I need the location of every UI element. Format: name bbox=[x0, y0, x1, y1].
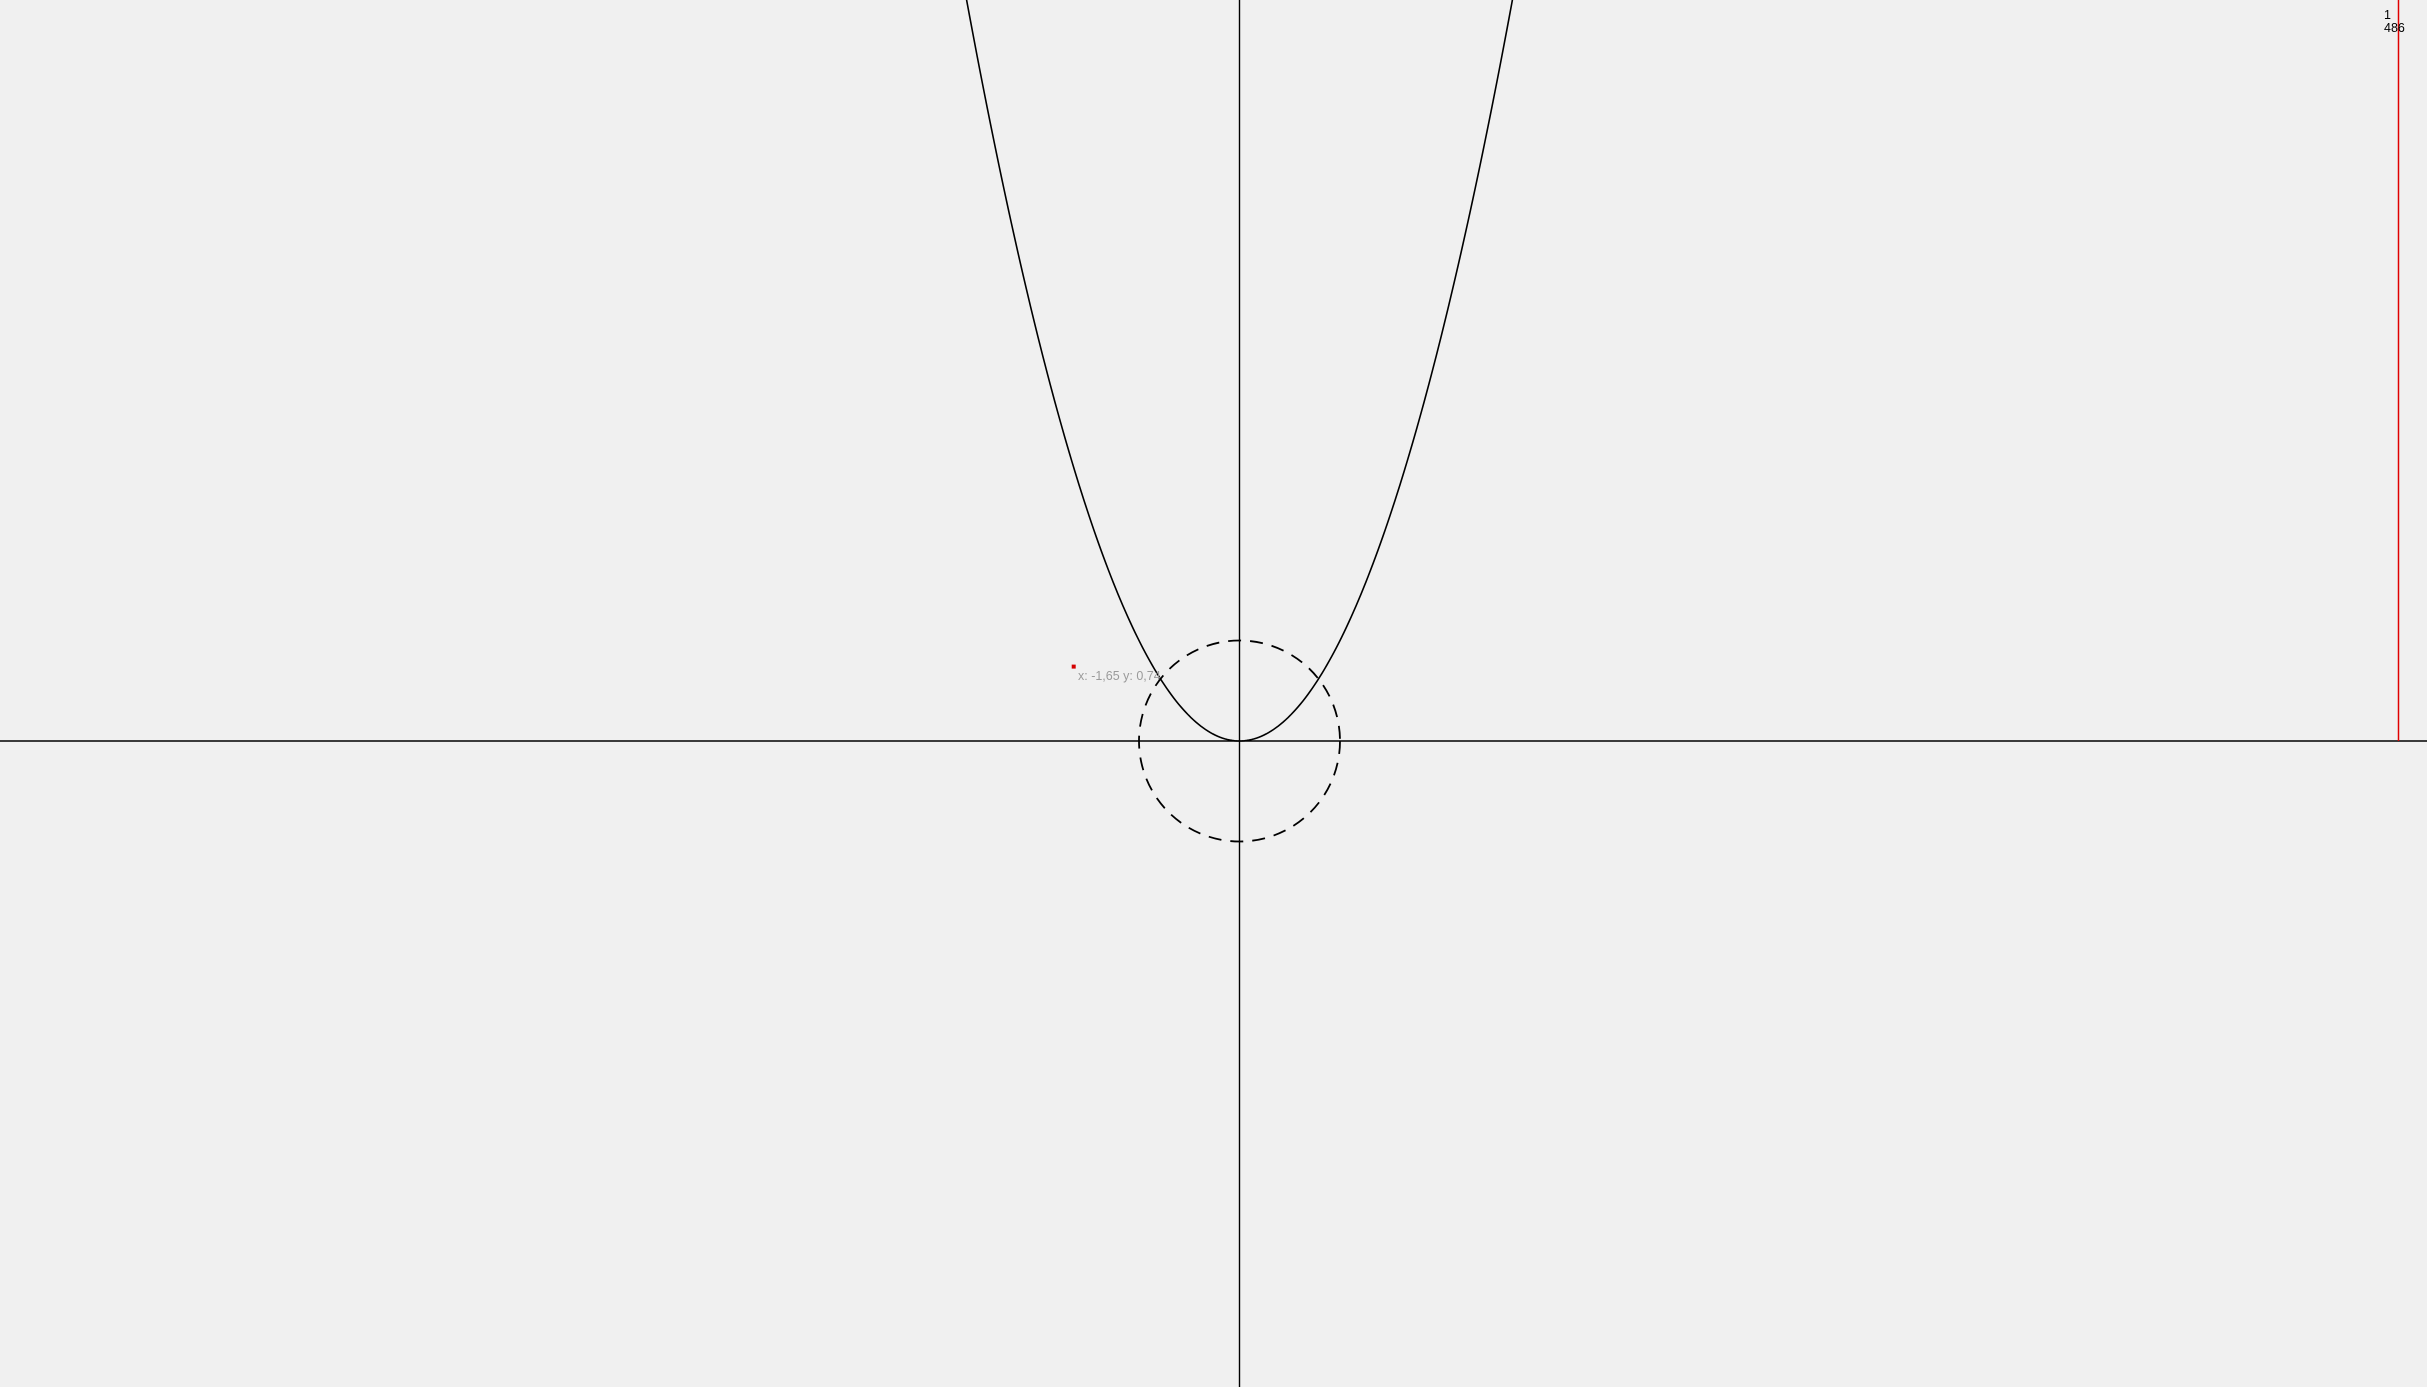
dashed-unit-circle bbox=[1138, 639, 1341, 843]
parabola-curve bbox=[965, 0, 1514, 742]
coordinate-readout: x: -1,65 y: 0,74 bbox=[1078, 669, 1161, 683]
corner-counter-bottom: 486 bbox=[2384, 21, 2405, 35]
corner-counter-top: 1 bbox=[2384, 8, 2391, 22]
red-point-marker[interactable] bbox=[1071, 664, 1076, 669]
